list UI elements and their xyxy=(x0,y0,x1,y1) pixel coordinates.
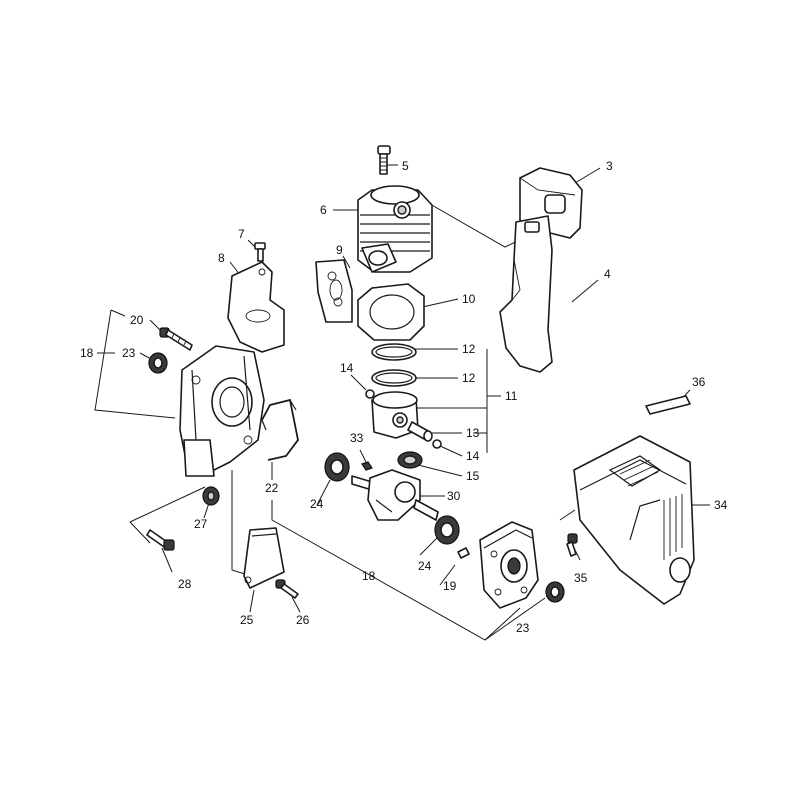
callout-20: 20 xyxy=(130,313,144,327)
callout-23a: 23 xyxy=(122,346,136,360)
piston-ring-part-12b xyxy=(371,369,417,387)
piston-part-11 xyxy=(371,391,419,439)
engine-cover-part-34 xyxy=(573,435,695,605)
callout-19: 19 xyxy=(443,579,457,593)
screw-part-26 xyxy=(275,579,299,599)
callout-11: 11 xyxy=(505,389,518,403)
gasket-part-9 xyxy=(315,259,353,323)
callout-13: 13 xyxy=(466,426,480,440)
oil-seal-part-23b xyxy=(545,581,565,603)
crankcase-left-half xyxy=(179,345,265,477)
callout-6: 6 xyxy=(320,203,327,217)
clip-part-14a xyxy=(365,389,375,399)
nut-part-27 xyxy=(202,486,220,506)
callout-5: 5 xyxy=(402,159,409,173)
callout-14b: 14 xyxy=(466,449,480,463)
bolt-part-28 xyxy=(146,529,175,551)
crankcase-right-half xyxy=(479,521,539,609)
screw-part-35 xyxy=(566,533,578,557)
cylinder-part-6 xyxy=(357,185,433,273)
callout-28: 28 xyxy=(178,577,192,591)
callout-numbers: 3 4 5 6 7 8 9 10 11 12 12 13 14 14 15 18… xyxy=(80,159,728,635)
callout-24a: 24 xyxy=(310,497,324,511)
callout-7: 7 xyxy=(238,227,245,241)
callout-33: 33 xyxy=(350,431,364,445)
callout-35: 35 xyxy=(574,571,588,585)
needle-bearing-part-15 xyxy=(397,451,423,469)
callout-22: 22 xyxy=(265,481,279,495)
plate-part-8 xyxy=(227,261,285,353)
callout-36: 36 xyxy=(692,375,706,389)
callout-12a: 12 xyxy=(462,342,476,356)
callout-10: 10 xyxy=(462,292,476,306)
callout-12b: 12 xyxy=(462,371,476,385)
callout-34: 34 xyxy=(714,498,728,512)
dowel-part-19 xyxy=(457,547,470,559)
cover-plate-part-25 xyxy=(243,527,285,589)
callout-26: 26 xyxy=(296,613,310,627)
bolt-part-5 xyxy=(377,145,391,175)
callout-15: 15 xyxy=(466,469,480,483)
oil-seal-part-23a xyxy=(148,352,168,374)
bearing-part-24b xyxy=(434,515,460,545)
label-part-36 xyxy=(645,395,691,415)
crankshaft-part-30 xyxy=(351,469,439,521)
callout-8: 8 xyxy=(218,251,225,265)
callout-9: 9 xyxy=(336,243,343,257)
screw-part-7 xyxy=(254,242,266,262)
piston-pin-part-13 xyxy=(407,421,433,442)
callout-14a: 14 xyxy=(340,361,354,375)
muffler-cover-part-4 xyxy=(499,215,553,373)
case-gasket-part-22 xyxy=(261,398,299,461)
bearing-part-24a xyxy=(324,452,350,482)
callout-23b: 23 xyxy=(516,621,530,635)
callout-27: 27 xyxy=(194,517,208,531)
callout-18b: 18 xyxy=(362,569,376,583)
callout-3: 3 xyxy=(606,159,613,173)
key-part-33 xyxy=(361,461,373,471)
callout-24b: 24 xyxy=(418,559,432,573)
callout-4: 4 xyxy=(604,267,611,281)
callout-30: 30 xyxy=(447,489,461,503)
callout-18a: 18 xyxy=(80,346,94,360)
cylinder-gasket-part-10 xyxy=(357,283,425,341)
callout-25: 25 xyxy=(240,613,254,627)
bolt-part-20 xyxy=(159,327,193,351)
piston-ring-part-12a xyxy=(371,343,417,361)
clip-part-14b xyxy=(432,439,442,449)
